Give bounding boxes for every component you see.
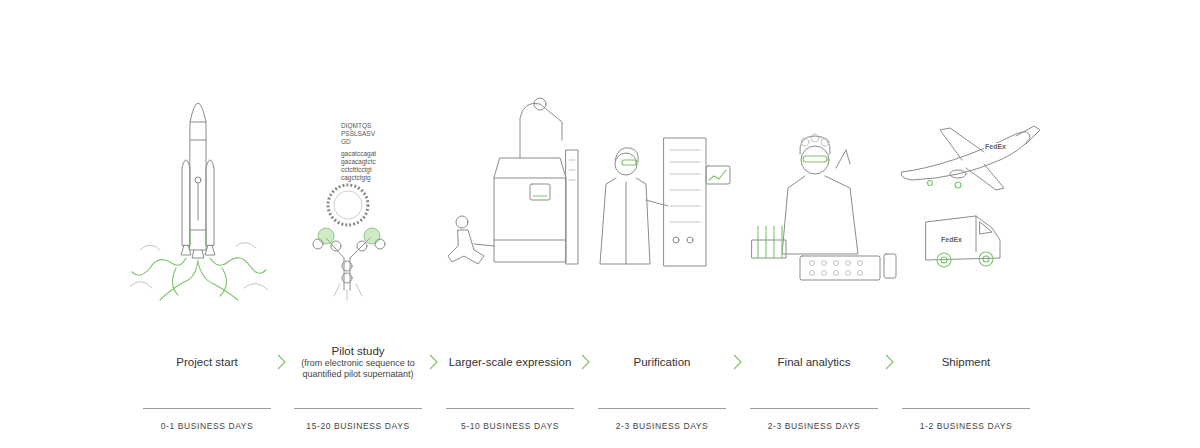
logo-text: FedEx — [940, 236, 963, 244]
step-chevron — [277, 362, 288, 363]
step-chevron — [580, 362, 592, 363]
step-heading-area: Project start — [137, 335, 277, 389]
van-illustration — [926, 216, 1000, 267]
step-duration: 0-1 BUSINESS DAYS — [143, 408, 271, 431]
dna-sequence: gacacagtctc — [341, 158, 376, 166]
step-title: Purification — [634, 355, 691, 369]
logo-text: FedEx — [984, 143, 1007, 151]
step-heading-area: Larger-scale expression — [440, 335, 580, 389]
step-heading-area: Purification — [592, 335, 732, 389]
dna-sequence: cagctctgtg — [341, 174, 371, 182]
step-chevron — [732, 362, 744, 363]
stage-step: Shipment 1-2 BUSINESS DAYS — [896, 335, 1036, 435]
protein-sequence: PSSLSASV — [341, 130, 375, 138]
scientist-illustration — [600, 138, 730, 266]
protein-sequence: DIQMTQS — [341, 122, 371, 130]
analyst-illustration — [752, 134, 896, 280]
protein-sequence: GD — [341, 138, 351, 146]
step-note: (from electronic sequence to quantified … — [288, 358, 428, 380]
step-chevron — [884, 362, 896, 363]
step-duration: 2-3 BUSINESS DAYS — [750, 408, 878, 431]
step-title: Shipment — [942, 355, 991, 369]
plane-illustration — [901, 126, 1040, 190]
stage-step: Pilot study(from electronic sequence to … — [288, 335, 428, 435]
step-title: Pilot study — [331, 344, 384, 358]
step-heading-area: Shipment — [896, 335, 1036, 389]
step-heading-area: Final analytics — [744, 335, 884, 389]
antibody-illustration — [313, 185, 385, 300]
stage-step: Larger-scale expression 5-10 BUSINESS DAY… — [440, 335, 580, 435]
step-duration: 15-20 BUSINESS DAYS — [294, 408, 422, 431]
dna-sequence: cctctttcctgt — [341, 166, 372, 174]
rocket-illustration — [130, 103, 268, 300]
stage-step: Purification 2-3 BUSINESS DAYS — [592, 335, 732, 435]
step-heading-area: Pilot study(from electronic sequence to … — [288, 335, 428, 389]
step-chevron — [428, 362, 440, 363]
step-title: Final analytics — [778, 355, 851, 369]
stage-step: Final analytics 2-3 BUSINESS DAYS — [744, 335, 884, 435]
step-duration: 5-10 BUSINESS DAYS — [446, 408, 574, 431]
step-duration: 2-3 BUSINESS DAYS — [598, 408, 726, 431]
step-duration: 1-2 BUSINESS DAYS — [902, 408, 1030, 431]
step-title: Project start — [176, 355, 237, 369]
dna-sequence: gacatccagat — [341, 150, 376, 158]
stage-step: Project start 0-1 BUSINESS DAYS — [137, 335, 277, 435]
bioreactor-illustration — [448, 98, 578, 264]
step-title: Larger-scale expression — [449, 355, 572, 369]
